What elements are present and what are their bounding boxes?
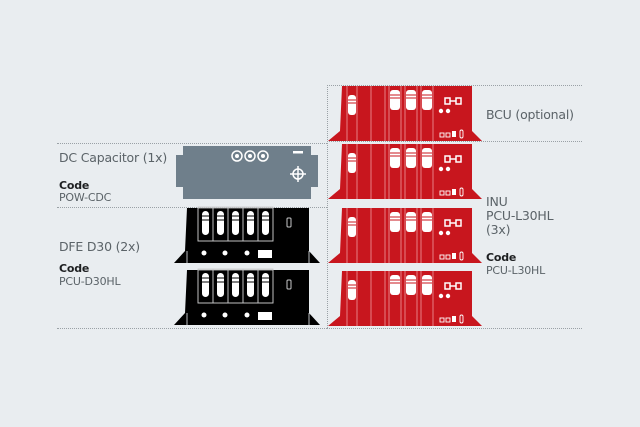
inu-led [438, 166, 444, 172]
dfe-display [258, 312, 272, 320]
inu-led [438, 108, 444, 114]
inu-title-line1: INU [486, 194, 508, 209]
inu-connector-icon [444, 282, 462, 290]
capacitor-terminal-icon [244, 150, 256, 162]
dfe-code-value: PCU-D30HL [59, 275, 121, 288]
inu-led [445, 293, 451, 299]
capacitor-code-label: Code [59, 179, 90, 192]
inu-led [445, 166, 451, 172]
inu-unit [328, 208, 482, 263]
capacitor-code-value: POW-CDC [59, 191, 112, 204]
inu-unit [328, 86, 482, 141]
inu-led [438, 293, 444, 299]
dfe-body [174, 208, 320, 263]
inu-led [445, 230, 451, 236]
dfe-unit [174, 268, 320, 325]
capacitor-minus-icon [293, 151, 303, 154]
divider-left-mid [57, 207, 327, 208]
dfe-switch-icon [286, 279, 292, 290]
capacitor-terminal-icon [231, 150, 243, 162]
capacitor-title: DC Capacitor (1x) [59, 150, 168, 165]
divider-vertical [327, 85, 328, 328]
inu-unit [328, 144, 482, 199]
inu-connector-icon [444, 97, 462, 105]
dfe-title: DFE D30 (2x) [59, 239, 140, 254]
dfe-display [258, 250, 272, 258]
divider-right-mid [327, 141, 582, 142]
divider-left-top [57, 143, 327, 144]
divider-left-bottom [57, 328, 327, 329]
capacitor-terminal-icon [257, 150, 269, 162]
dfe-led [244, 312, 250, 318]
dfe-fuse-slots [197, 206, 274, 242]
inu-connector-icon [444, 219, 462, 227]
inu-title-line2: PCU-L30HL [486, 208, 554, 223]
inu-title-line3: (3x) [486, 222, 511, 237]
dfe-body [174, 270, 320, 325]
inu-unit [328, 271, 482, 326]
inu-code-label: Code [486, 251, 517, 264]
dfe-led [222, 312, 228, 318]
dfe-unit [174, 206, 320, 263]
dfe-code-label: Code [59, 262, 90, 275]
dfe-led [222, 250, 228, 256]
capacitor-body [176, 146, 318, 199]
dfe-led [244, 250, 250, 256]
dfe-switch-icon [286, 217, 292, 228]
dfe-led [201, 312, 207, 318]
inu-connector-icon [444, 155, 462, 163]
divider-right-top [327, 85, 582, 86]
divider-right-bottom [327, 328, 582, 329]
inu-led [445, 108, 451, 114]
dc-capacitor-unit [176, 146, 318, 199]
bcu-title: BCU (optional) [486, 107, 574, 122]
inu-code-value: PCU-L30HL [486, 264, 546, 277]
dfe-fuse-slots [197, 268, 274, 304]
inu-led [438, 230, 444, 236]
dfe-led [201, 250, 207, 256]
capacitor-crosshair-icon [290, 166, 306, 182]
